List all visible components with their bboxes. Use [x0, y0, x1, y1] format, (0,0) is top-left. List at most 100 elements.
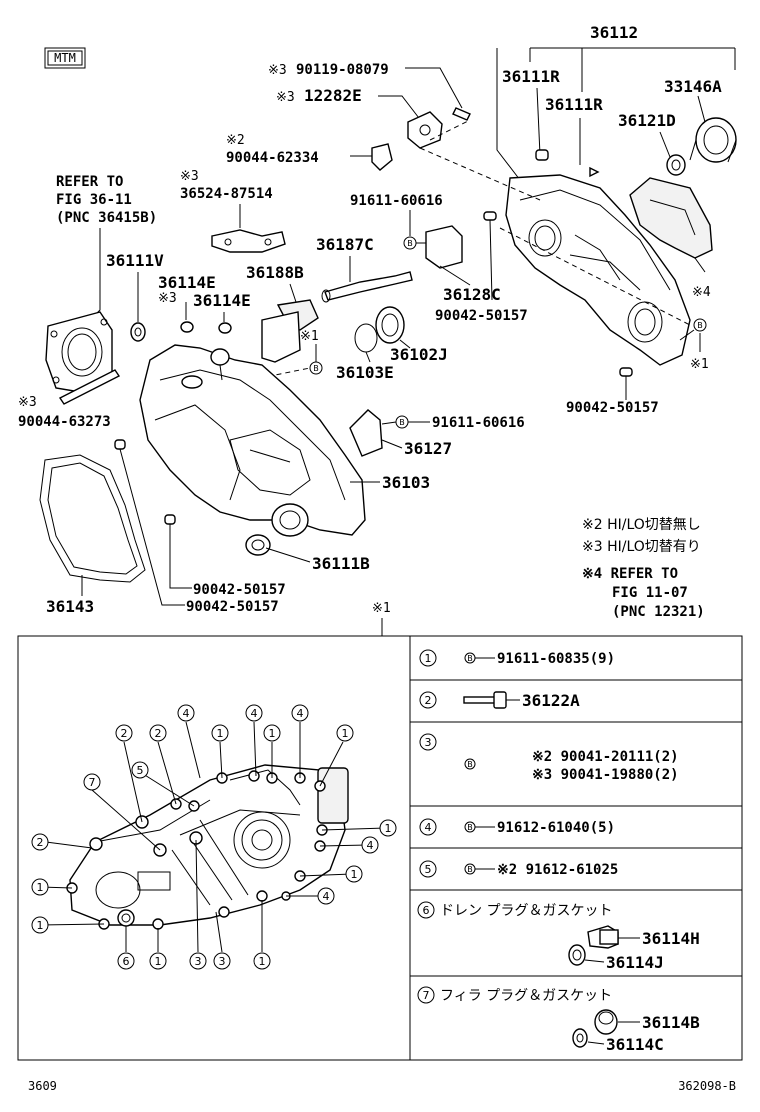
- label-90042-50157-b: 90042-50157: [566, 400, 659, 416]
- svg-text:B: B: [467, 865, 473, 874]
- label-36121D: 36121D: [618, 111, 676, 130]
- table-row: 4 B 91612-61040(5): [419, 818, 615, 836]
- table-row-6-plug: 36114H: [642, 929, 700, 948]
- mtm-badge-text: MTM: [54, 51, 76, 65]
- table-row-6-title: ドレン プラグ＆ガスケット: [440, 903, 612, 919]
- mtm-badge: MTM: [44, 47, 86, 69]
- svg-text:1: 1: [385, 822, 392, 835]
- label-36111V: 36111V: [106, 251, 164, 270]
- svg-text:1: 1: [37, 881, 44, 894]
- svg-text:6: 6: [123, 955, 130, 968]
- svg-text:2: 2: [425, 694, 432, 707]
- bolt-table: ※1 1 B 91611-60835(9) 2 36122A 3 B: [17, 601, 743, 1061]
- transfer-case-cover-assembly: 36112 36111R 33146A 36111R 36121D: [435, 23, 737, 416]
- svg-text:3: 3: [425, 736, 432, 749]
- note-3: ※3 HI/LO切替有り: [582, 539, 701, 555]
- label-36111B: 36111B: [312, 554, 370, 573]
- table-row-1-part: 91611-60835(9): [497, 651, 615, 667]
- label-36187C: 36187C: [316, 235, 374, 254]
- mark-2-a: ※2: [226, 133, 245, 148]
- label-90119-08079: 90119-08079: [296, 62, 389, 78]
- label-12282E: 12282E: [304, 86, 362, 105]
- table-row: 7 フィラ プラグ＆ガスケット 36114B 36114C: [417, 986, 700, 1054]
- mark-3-b: ※3: [276, 90, 295, 105]
- table-row-3-part-b: ※3 90041-19880(2): [532, 767, 679, 783]
- table-row: 6 ドレン プラグ＆ガスケット 36114H 36114J: [417, 901, 700, 972]
- svg-text:4: 4: [183, 707, 190, 720]
- svg-text:2: 2: [37, 836, 44, 849]
- svg-text:2: 2: [121, 727, 128, 740]
- mark-1-right: ※1: [690, 357, 709, 372]
- label-36102J: 36102J: [390, 345, 448, 364]
- note-4-b: FIG 11-07: [612, 585, 688, 601]
- svg-text:4: 4: [425, 821, 432, 834]
- note-4-c: (PNC 12321): [612, 604, 705, 620]
- label-36114E-b: 36114E: [193, 291, 251, 310]
- refer-to-a: REFER TO: [56, 174, 123, 190]
- table-row-7-plug: 36114B: [642, 1013, 700, 1032]
- label-36188B: 36188B: [246, 263, 304, 282]
- left-parts: 36111V 36114E ※3 36188B 36114E ※3 90044-…: [18, 251, 448, 430]
- svg-text:7: 7: [89, 776, 96, 789]
- table-row-4-part: 91612-61040(5): [497, 820, 615, 836]
- table-row-7-title: フィラ プラグ＆ガスケット: [440, 988, 612, 1004]
- svg-text:5: 5: [425, 863, 432, 876]
- mark-3-c: ※3: [180, 169, 199, 184]
- mark-3-a: ※3: [268, 63, 287, 78]
- svg-text:B: B: [399, 418, 405, 427]
- label-36111R-a: 36111R: [502, 67, 560, 86]
- note-4-a: ※4 REFER TO: [582, 566, 678, 582]
- table-row-5-part: ※2 91612-61025: [497, 862, 618, 878]
- note-2: ※2 HI/LO切替無し: [582, 517, 701, 533]
- mark-4: ※4: [692, 285, 711, 300]
- label-36524-87514: 36524-87514: [180, 186, 273, 202]
- upper-small-parts: ※3 90119-08079 ※3 12282E ※2 90044-62334 …: [56, 62, 541, 319]
- svg-text:B: B: [467, 654, 473, 663]
- svg-text:3: 3: [195, 955, 202, 968]
- footer-right-code: 362098-B: [678, 1079, 736, 1093]
- svg-text:B: B: [697, 321, 703, 330]
- svg-text:B: B: [407, 239, 413, 248]
- refer-to-b: FIG 36-11: [56, 192, 132, 208]
- table-row: 5 B ※2 91612-61025: [419, 860, 618, 878]
- table-mark: ※1: [372, 601, 391, 616]
- svg-text:7: 7: [423, 989, 430, 1002]
- svg-text:4: 4: [323, 890, 330, 903]
- svg-text:4: 4: [297, 707, 304, 720]
- svg-text:B: B: [467, 760, 473, 769]
- label-90044-62334: 90044-62334: [226, 150, 319, 166]
- main-transfer-case: 36111B 36103 36127 B 91611-60616 90042-5…: [39, 344, 525, 616]
- svg-text:1: 1: [155, 955, 162, 968]
- label-36127: 36127: [404, 439, 452, 458]
- table-row: 3 B ※2 90041-20111(2) ※3 90041-19880(2): [419, 733, 679, 783]
- bolt-location-view: 2 2 4 1 4 1 4 1 7 5 2 1 4 1 4 1 1 6 1 3: [31, 704, 397, 970]
- svg-text:6: 6: [423, 904, 430, 917]
- table-row-3-part-a: ※2 90041-20111(2): [532, 749, 679, 765]
- table-row-2-part: 36122A: [522, 691, 580, 710]
- footer-left-code: 3609: [28, 1079, 57, 1093]
- callout-numbers: 2 2 4 1 4 1 4 1 7 5 2 1 4 1 4 1 1 6 1 3: [31, 704, 397, 970]
- label-91611-60616-a: 91611-60616: [350, 193, 443, 209]
- svg-text:1: 1: [342, 727, 349, 740]
- label-90042-50157-c: 90042-50157: [193, 582, 286, 598]
- label-36103: 36103: [382, 473, 430, 492]
- refer-to-c: (PNC 36415B): [56, 210, 157, 226]
- svg-text:4: 4: [367, 839, 374, 852]
- svg-text:1: 1: [259, 955, 266, 968]
- notes: ※2 HI/LO切替無し ※3 HI/LO切替有り ※4 REFER TO FI…: [582, 517, 705, 620]
- svg-text:5: 5: [137, 764, 144, 777]
- svg-text:B: B: [467, 823, 473, 832]
- label-36114E-a: 36114E: [158, 273, 216, 292]
- table-row: 1 B 91611-60835(9): [419, 649, 615, 667]
- table-row-7-gasket: 36114C: [606, 1035, 664, 1054]
- svg-text:1: 1: [425, 652, 432, 665]
- svg-text:1: 1: [269, 727, 276, 740]
- svg-text:3: 3: [219, 955, 226, 968]
- label-36103E: 36103E: [336, 363, 394, 382]
- mark-3-d: ※3: [158, 291, 177, 306]
- label-90042-50157-a: 90042-50157: [435, 308, 528, 324]
- table-row: 2 36122A: [419, 691, 580, 710]
- label-33146A: 33146A: [664, 77, 722, 96]
- table-row-6-gasket: 36114J: [606, 953, 664, 972]
